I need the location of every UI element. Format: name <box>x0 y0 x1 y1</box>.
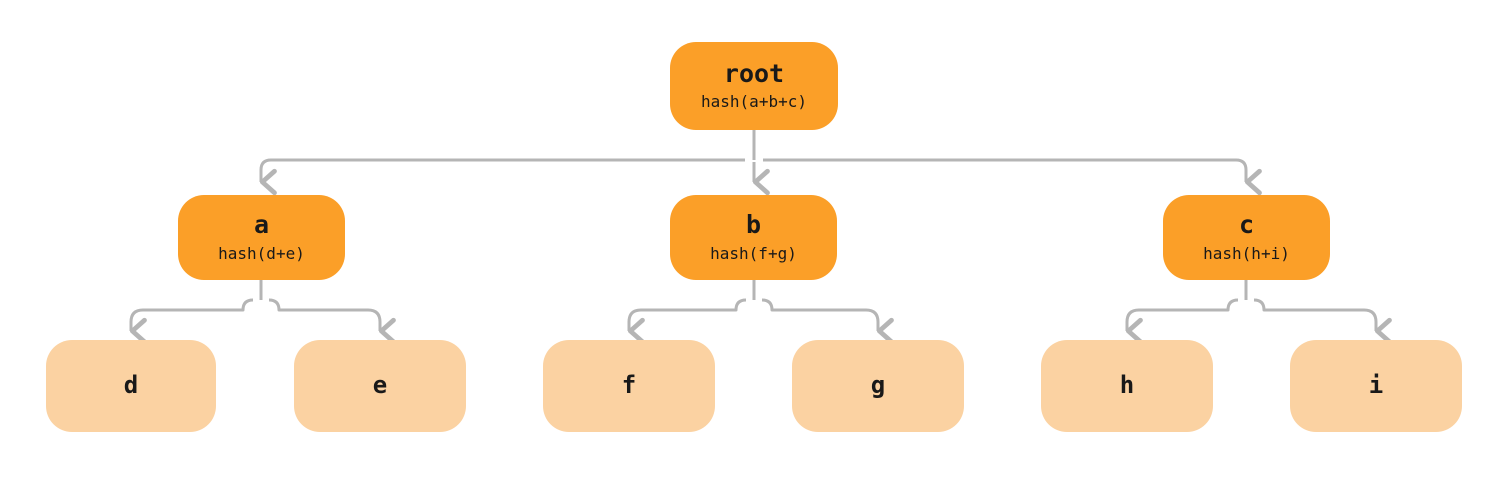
node-g[interactable]: g <box>792 340 964 432</box>
edge-b-to-f <box>627 298 747 345</box>
node-c-hash: hash(h+i) <box>1203 243 1290 263</box>
edge-a-to-d <box>129 298 254 345</box>
node-d-label: d <box>123 371 139 400</box>
edge-root-to-a <box>259 158 745 196</box>
node-b-hash: hash(f+g) <box>710 243 797 263</box>
edge-root-to-c <box>763 158 1262 196</box>
node-a-hash: hash(d+e) <box>218 243 305 263</box>
node-root-label: root <box>723 58 785 88</box>
node-e-label: e <box>372 371 388 400</box>
node-a-label: a <box>253 210 270 240</box>
edge-c-to-h <box>1125 298 1239 345</box>
node-a[interactable]: a hash(d+e) <box>178 195 345 280</box>
node-d[interactable]: d <box>46 340 216 432</box>
node-root[interactable]: root hash(a+b+c) <box>670 42 838 130</box>
edge-b-to-g <box>761 298 894 345</box>
node-i[interactable]: i <box>1290 340 1462 432</box>
edge-a-to-e <box>268 298 396 345</box>
node-b-label: b <box>745 210 762 240</box>
node-g-label: g <box>870 371 886 400</box>
node-h[interactable]: h <box>1041 340 1213 432</box>
node-i-label: i <box>1368 371 1384 400</box>
node-b[interactable]: b hash(f+g) <box>670 195 837 280</box>
node-h-label: h <box>1119 371 1135 400</box>
node-root-hash: hash(a+b+c) <box>701 92 807 112</box>
node-c[interactable]: c hash(h+i) <box>1163 195 1330 280</box>
node-c-label: c <box>1238 210 1255 240</box>
node-f[interactable]: f <box>543 340 715 432</box>
edge-c-to-i <box>1253 298 1392 345</box>
node-f-label: f <box>621 371 637 400</box>
node-e[interactable]: e <box>294 340 466 432</box>
